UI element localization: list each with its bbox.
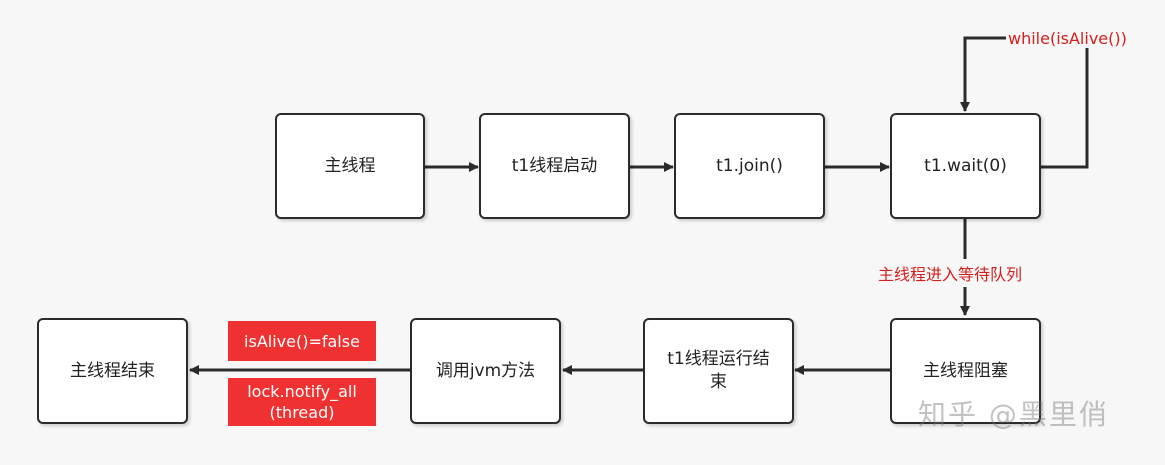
notify-all-tag: lock.notify_all (thread) (228, 378, 376, 426)
node-t1-finished-label: t1线程运行结束 (667, 349, 770, 392)
node-t1-start: t1线程启动 (479, 113, 630, 219)
node-main-thread: 主线程 (275, 113, 425, 219)
notify-all-text-line2: (thread) (269, 403, 335, 422)
node-t1-wait: t1.wait(0) (890, 113, 1041, 219)
loop-condition-label: while(isAlive()) (1006, 29, 1129, 48)
notify-all-text-line1: lock.notify_all (247, 382, 357, 401)
node-t1-wait-label: t1.wait(0) (924, 155, 1007, 176)
is-alive-false-text: isAlive()=false (244, 331, 360, 351)
node-t1-join: t1.join() (674, 113, 825, 219)
node-main-thread-label: 主线程 (324, 155, 376, 176)
watermark: 知乎 @黑里俏 (918, 398, 1109, 431)
node-main-blocked-label: 主线程阻塞 (923, 360, 1008, 381)
node-main-end-label: 主线程结束 (70, 360, 155, 381)
node-t1-join-label: t1.join() (716, 155, 783, 176)
node-main-end: 主线程结束 (37, 318, 188, 424)
node-t1-finished: t1线程运行结束 (643, 318, 794, 424)
is-alive-false-tag: isAlive()=false (228, 321, 376, 361)
node-main-blocked: 主线程阻塞 (890, 318, 1041, 424)
node-t1-start-label: t1线程启动 (511, 155, 598, 176)
enter-queue-label: 主线程进入等待队列 (876, 259, 1025, 287)
node-call-jvm-label: 调用jvm方法 (435, 360, 536, 381)
node-call-jvm: 调用jvm方法 (410, 318, 561, 424)
